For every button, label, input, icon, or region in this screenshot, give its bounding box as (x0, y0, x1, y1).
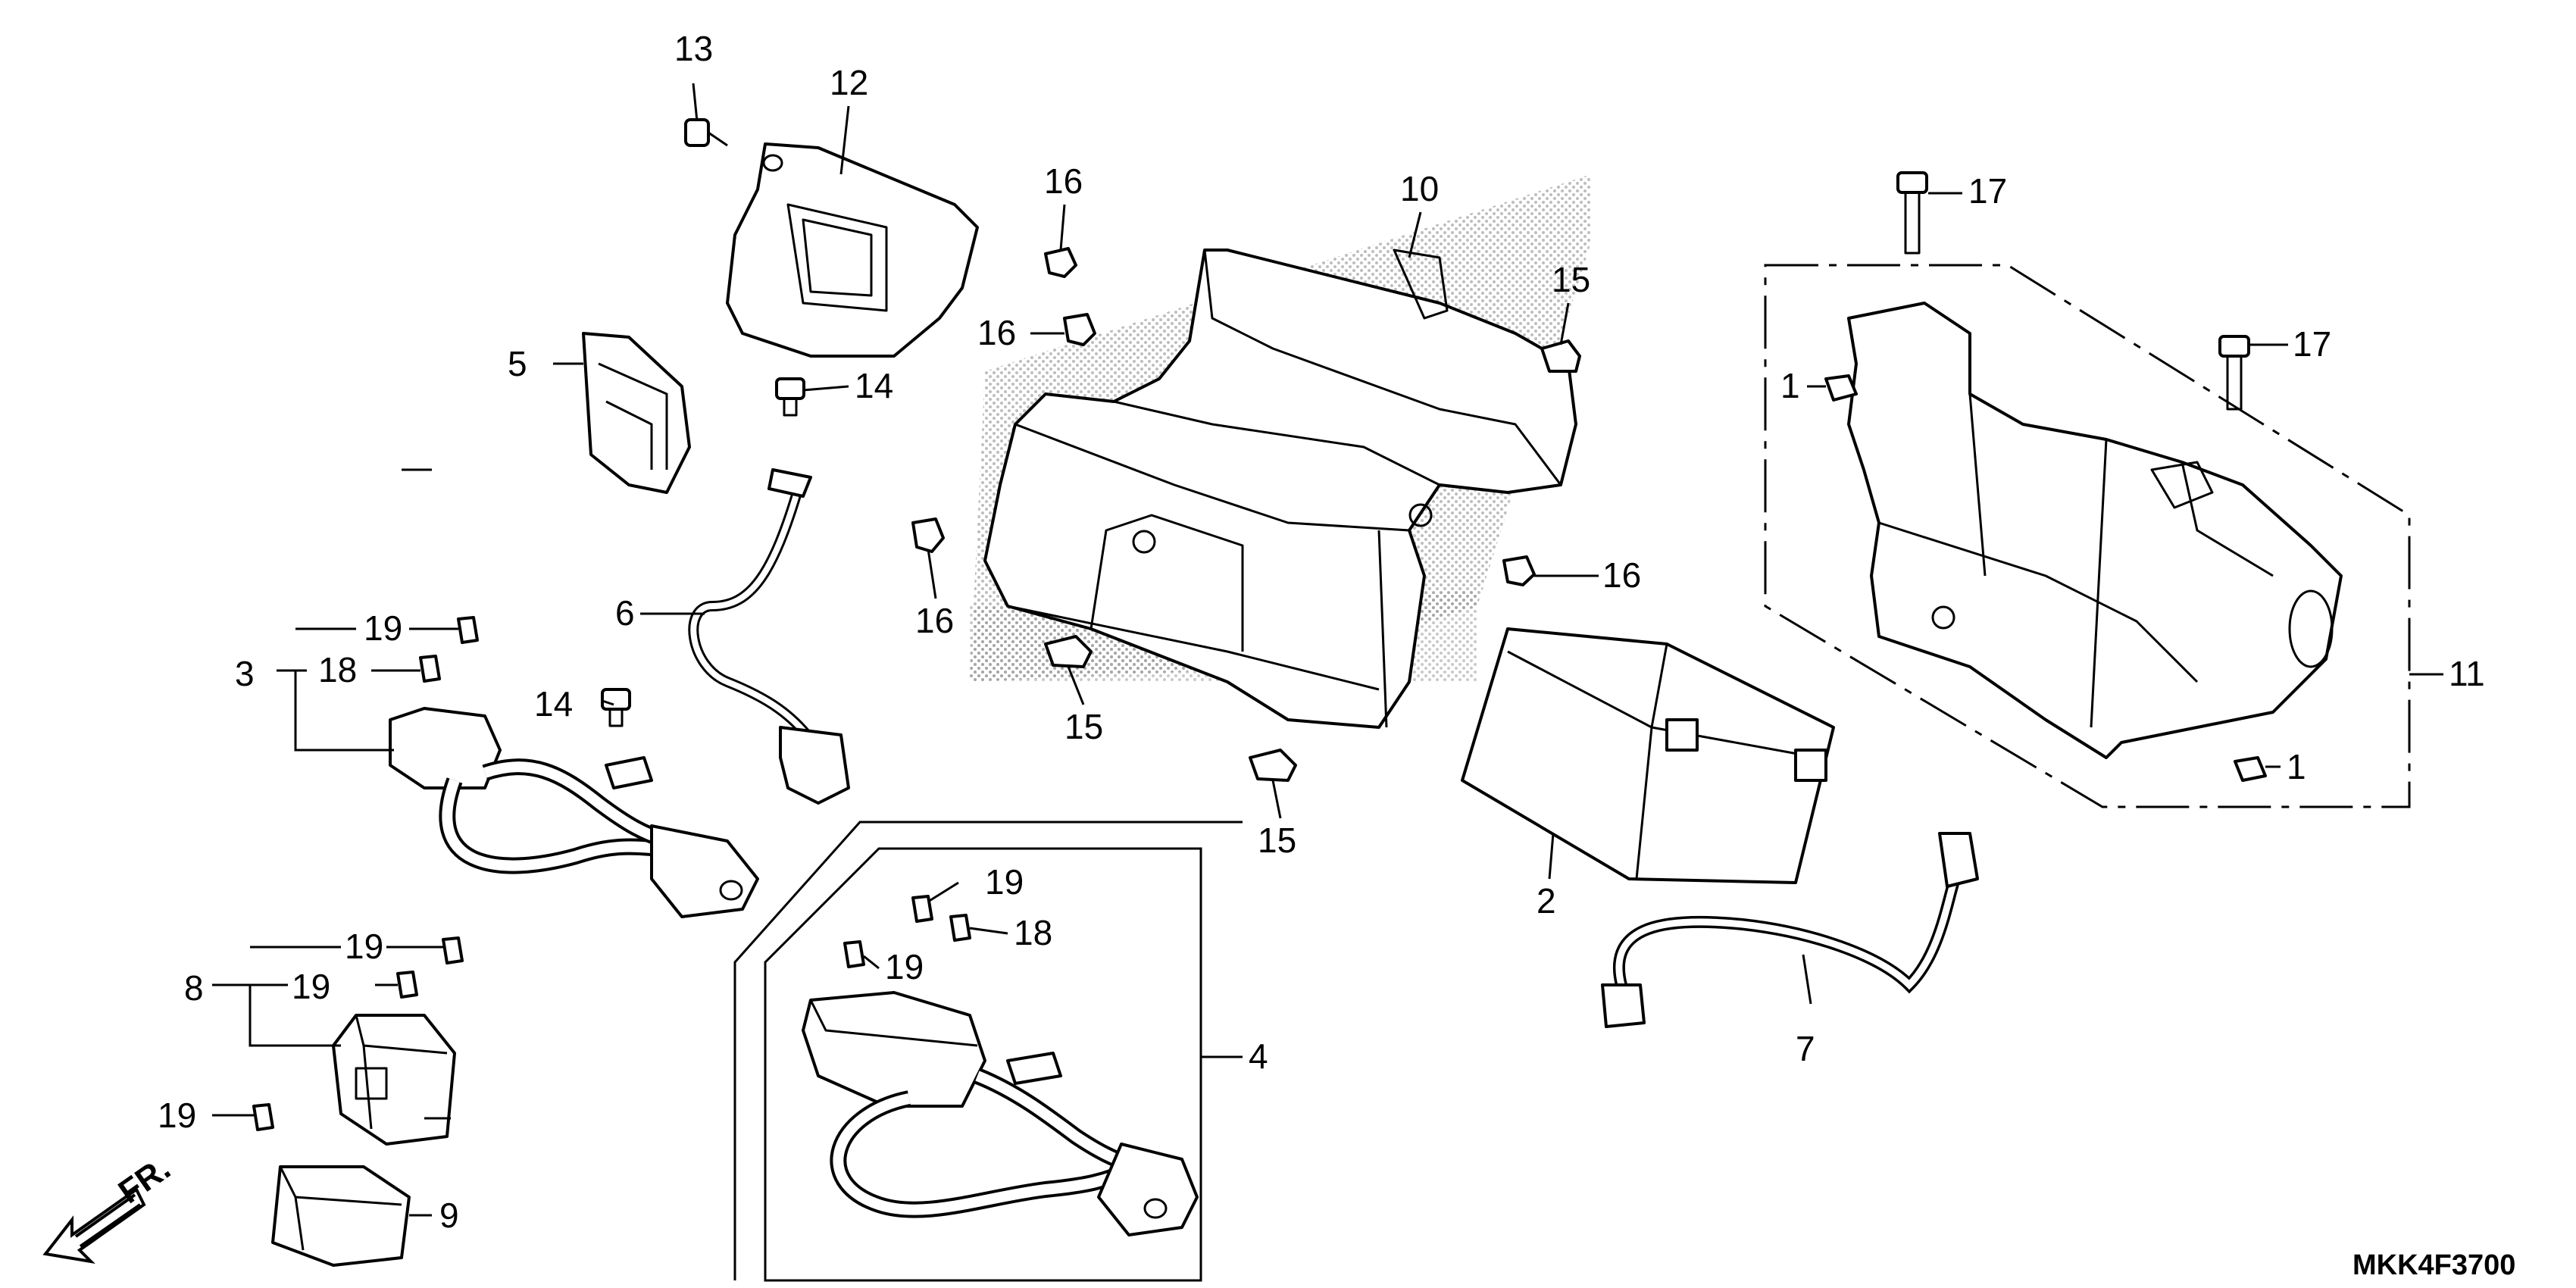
part-19-terminal-e (911, 895, 933, 923)
part-16-nut-d (1502, 555, 1536, 586)
part-16-nut-a (1044, 247, 1077, 278)
part-2-battery (1461, 627, 1835, 884)
leader-lines (212, 83, 2443, 1217)
part-11-assembly-boundary (1764, 264, 2411, 808)
part-15-clip-b (1044, 635, 1093, 668)
callout-16-d: 16 (1602, 555, 1641, 595)
part-19-terminal-b (442, 936, 464, 964)
callout-3: 3 (235, 654, 255, 693)
callout-1-a: 1 (1780, 366, 1800, 405)
part-13-bolt (684, 118, 728, 147)
part-15-clip-c (1249, 749, 1297, 782)
part-1-grommet-upper (1824, 374, 1858, 402)
callout-6: 6 (615, 593, 635, 633)
part-19-terminal-d (252, 1103, 274, 1131)
part-18-terminal-a (419, 655, 441, 683)
callout-19-f: 19 (885, 947, 924, 986)
part-19-terminal-a (457, 616, 479, 644)
callout-17-a: 17 (1968, 171, 2007, 211)
callout-7: 7 (1796, 1029, 1815, 1068)
part-12-cover (726, 142, 979, 358)
part-16-nut-c (911, 517, 945, 553)
part-14-bolt-upper (775, 377, 805, 417)
callout-16-b: 16 (977, 313, 1016, 352)
callout-15-a: 15 (1552, 260, 1590, 299)
callout-16-a: 16 (1044, 161, 1083, 201)
callout-19-a: 19 (364, 608, 402, 648)
callout-9: 9 (439, 1196, 459, 1235)
part-3-wiring-harness (389, 707, 759, 918)
callout-15-b: 15 (1064, 707, 1103, 746)
part-17-bolt-upper (1896, 171, 1928, 255)
part-16-nut-b (1063, 313, 1096, 346)
callout-18-b: 18 (1014, 913, 1052, 952)
part-4-frame-outer (733, 821, 1243, 1280)
part-19-terminal-f (843, 940, 865, 968)
callout-15-c: 15 (1258, 821, 1296, 860)
callout-12: 12 (830, 63, 868, 102)
part-19-terminal-c (396, 971, 418, 999)
part-15-clip-a (1540, 339, 1581, 373)
callout-1-b: 1 (2287, 747, 2306, 786)
callout-10: 10 (1400, 169, 1439, 208)
diagram-code: MKK4F3700 (2352, 1249, 2515, 1281)
part-14-bolt-lower (601, 688, 631, 727)
callout-16-c: 16 (915, 601, 954, 640)
part-4-frame-inner (764, 847, 1202, 1282)
part-6-cable (688, 468, 850, 805)
part-18-terminal-b (949, 914, 971, 942)
callout-17-b: 17 (2293, 324, 2331, 364)
callout-19-b: 19 (345, 927, 383, 966)
part-8-relay (332, 1014, 456, 1146)
part-7-cable (1601, 832, 1979, 1028)
callout-19-c: 19 (292, 967, 330, 1006)
callout-4: 4 (1249, 1036, 1268, 1076)
front-direction-indicator: FR. (42, 1149, 177, 1264)
part-4-wiring-harness (802, 991, 1199, 1236)
callout-14-b: 14 (534, 684, 573, 724)
part-1-grommet-lower (2234, 756, 2267, 782)
callout-5: 5 (508, 344, 527, 383)
callout-19-e: 19 (985, 862, 1024, 902)
callout-18-a: 18 (318, 650, 357, 689)
part-5-bracket (582, 332, 691, 494)
part-17-bolt-lower (2218, 335, 2250, 411)
callout-2: 2 (1537, 881, 1556, 921)
callout-11: 11 (2449, 654, 2485, 693)
callout-13: 13 (674, 29, 713, 68)
callout-19-d: 19 (158, 1096, 196, 1135)
part-11-battery-tray (1847, 302, 2343, 759)
callout-14-a: 14 (855, 366, 893, 405)
part-9-rubber-mount (271, 1165, 411, 1267)
callout-8: 8 (184, 968, 204, 1008)
